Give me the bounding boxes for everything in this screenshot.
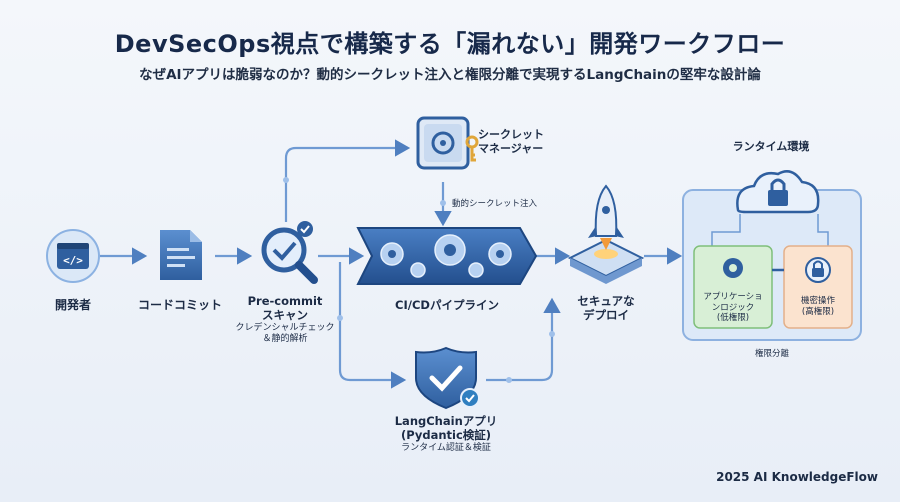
pipeline-icon xyxy=(356,227,538,285)
deploy-label: セキュアな デプロイ xyxy=(566,294,646,323)
langchain-label: LangChainアプリ (Pydantic検証) ランタイム認証＆検証 xyxy=(376,414,516,454)
runtime-title: ランタイム環境 xyxy=(732,140,810,153)
secret-ops-line1: 機密操作 xyxy=(800,296,835,306)
deploy-line2: デプロイ xyxy=(583,308,629,323)
precommit-note: クレデンシャルチェック xyxy=(235,322,335,333)
precommit-label: Pre-commit スキャン クレデンシャルチェック ＆静的解析 xyxy=(232,294,338,345)
precommit-title: Pre-commit xyxy=(247,294,323,308)
secret-manager-line2: マネージャー xyxy=(478,141,544,155)
rocket-icon xyxy=(567,184,645,284)
developer-label: 開発者 xyxy=(54,298,91,312)
page-title: DevSecOps視点で構築する「漏れない」開発ワークフロー xyxy=(114,30,786,58)
app-logic-line3: (低権限) xyxy=(716,313,750,324)
privilege-separation-label: 権限分離 xyxy=(754,349,789,359)
precommit-note2: ＆静的解析 xyxy=(262,334,308,344)
dynamic-injection-label: 動的シークレット注入 xyxy=(452,199,538,209)
pipeline-label: CI/CDパイプライン xyxy=(395,298,499,312)
magnifier-icon xyxy=(261,221,318,284)
developer-icon: </> xyxy=(46,229,100,283)
arrow-scan-to-langchain xyxy=(338,262,407,389)
langchain-note: ランタイム認証＆検証 xyxy=(401,442,491,453)
langchain-line2: (Pydantic検証) xyxy=(400,428,492,443)
shield-icon xyxy=(415,346,480,410)
code-commit-icon xyxy=(160,230,202,280)
secret-ops-line2: (高権限) xyxy=(801,306,835,317)
footer-credit: 2025 AI KnowledgeFlow xyxy=(716,470,878,484)
secret-manager-line1: シークレット xyxy=(478,128,544,141)
app-logic-line2: ンロジック xyxy=(711,302,755,313)
secret-manager-label: シークレット マネージャー xyxy=(478,128,568,156)
safe-icon xyxy=(416,116,479,170)
runtime-environment xyxy=(682,170,862,341)
svg-text:</>: </> xyxy=(63,254,83,267)
connectors xyxy=(100,139,683,389)
app-logic-label: アプリケーショ ンロジック (低権限) xyxy=(694,292,772,324)
secret-ops-label: 機密操作 (高権限) xyxy=(784,296,852,317)
deploy-line1: セキュアな xyxy=(577,294,635,308)
app-logic-line1: アプリケーショ xyxy=(703,292,763,302)
arrow-scan-to-secrets xyxy=(284,139,411,222)
connector-dots xyxy=(283,177,555,383)
langchain-line1: LangChainアプリ xyxy=(394,414,498,428)
arrow-langchain-to-deploy xyxy=(486,297,561,382)
precommit-title2: スキャン xyxy=(262,308,308,323)
page-subtitle: なぜAIアプリは脆弱なのか？動的シークレット注入と権限分離で実現するLangCh… xyxy=(139,67,761,83)
code-commit-label: コードコミット xyxy=(137,298,222,312)
